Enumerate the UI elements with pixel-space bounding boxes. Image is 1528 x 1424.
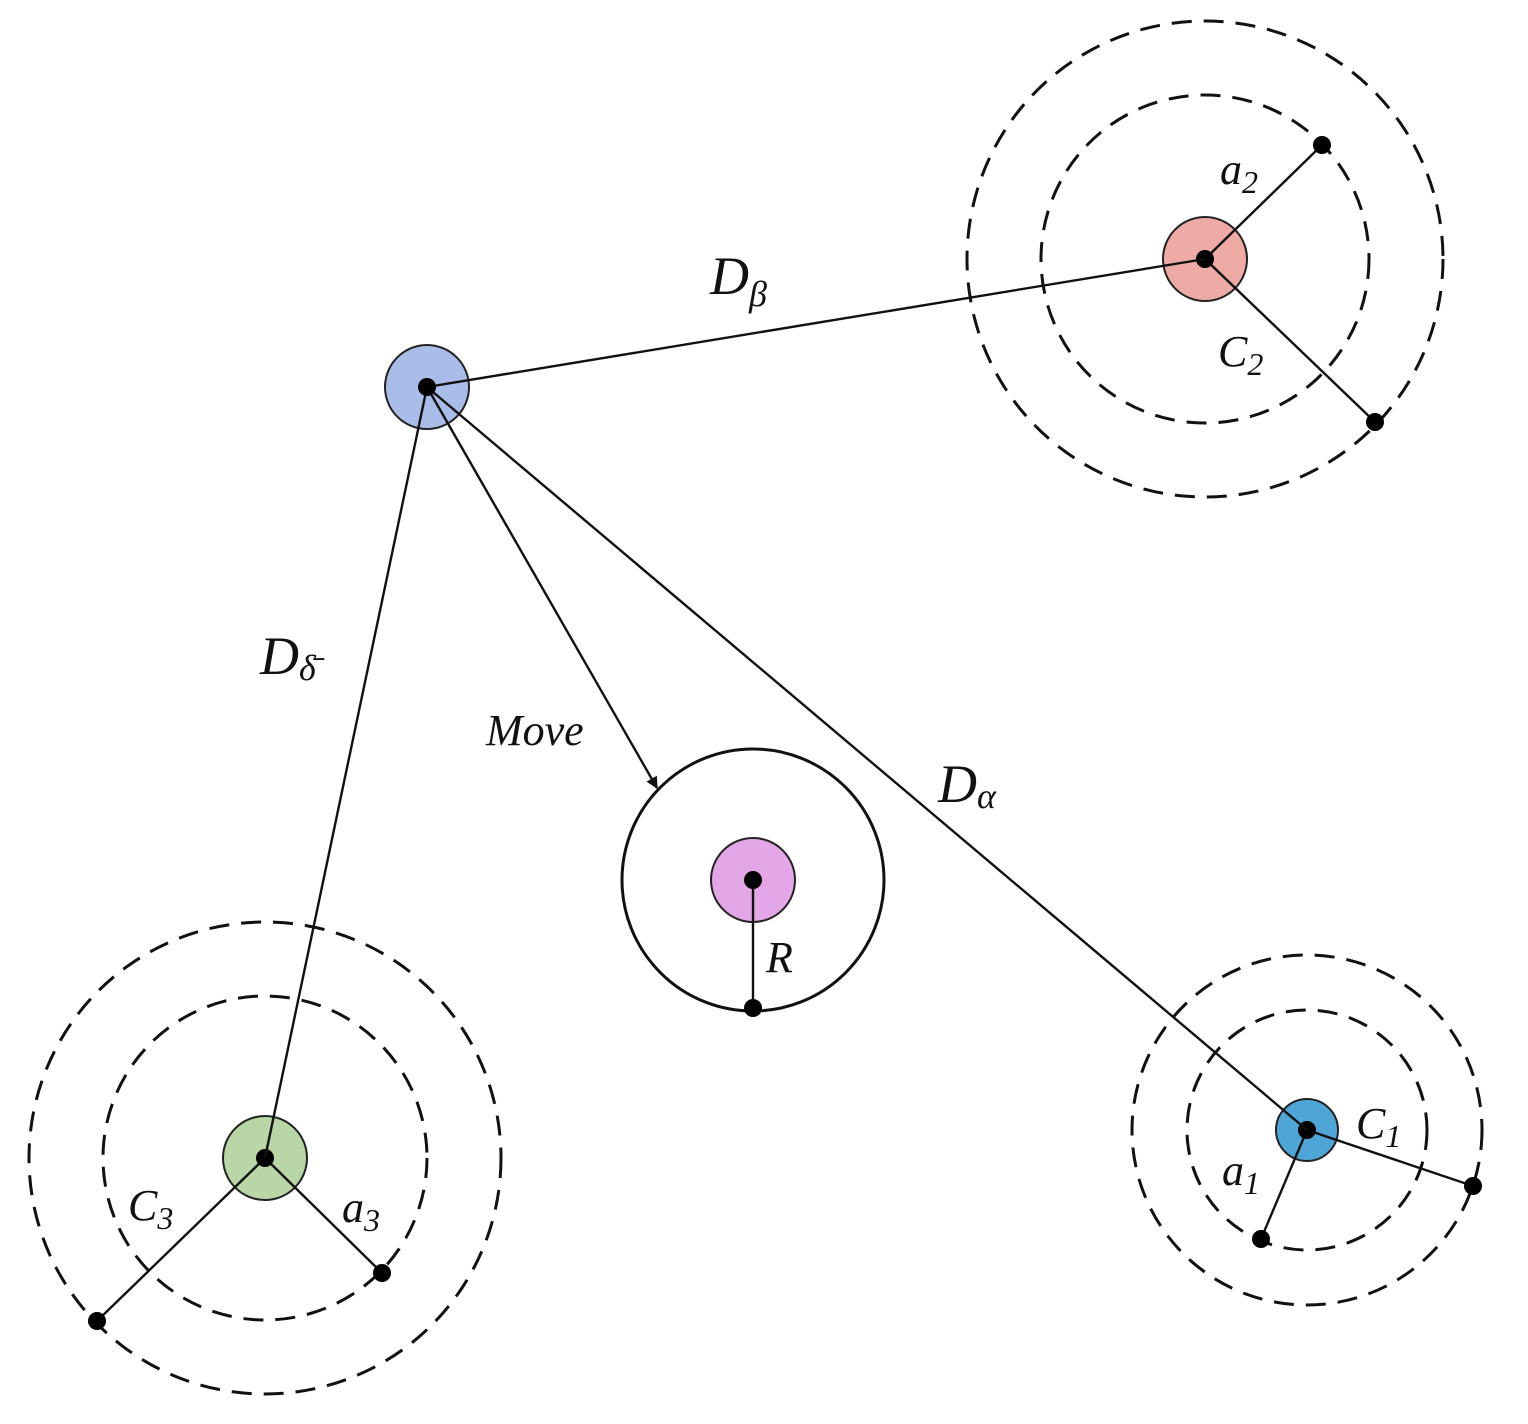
label-c1: C1 — [1356, 1099, 1401, 1154]
cluster-2-c-endpoint — [1366, 413, 1384, 431]
edge-d-alpha — [426, 386, 1308, 1131]
label-d-alpha: Dα — [937, 754, 997, 816]
cluster-3-radius-c — [96, 1157, 266, 1322]
label-c2: C2 — [1218, 327, 1263, 382]
cluster-3-inner-ring — [101, 994, 429, 1322]
cluster-3-radius-a — [264, 1157, 383, 1274]
move-arrow — [425, 386, 659, 790]
cluster-2-a-endpoint — [1313, 136, 1331, 154]
label-r: R — [765, 933, 793, 982]
cluster-1-inner-ring — [1185, 1008, 1429, 1252]
edge-d-delta — [263, 386, 429, 1159]
cluster-1-outer-ring — [1130, 953, 1484, 1307]
label-a1: a1 — [1222, 1146, 1260, 1201]
cluster-1-radius-a — [1259, 1129, 1309, 1240]
cluster-1-a-endpoint — [1252, 1230, 1270, 1248]
cluster-3-a-endpoint — [373, 1264, 391, 1282]
cluster-1-radius-c — [1306, 1128, 1474, 1188]
cluster-3-c-endpoint — [88, 1312, 106, 1330]
cluster-1-c-endpoint — [1464, 1177, 1482, 1195]
label-c3: C3 — [128, 1181, 173, 1236]
cluster-2-inner-ring — [1039, 93, 1371, 425]
cluster-2-radius-a — [1204, 144, 1323, 260]
cluster-2-radius-c — [1204, 258, 1376, 423]
edge-d-beta — [426, 257, 1206, 389]
label-a3: a3 — [342, 1183, 380, 1238]
label-a2: a2 — [1220, 145, 1258, 200]
source-cluster: Dβ Dα Dδ̄ Move — [259, 246, 1308, 1159]
cluster-3-outer-ring — [27, 920, 503, 1396]
target-cluster: R — [620, 747, 886, 1017]
target-center — [744, 871, 762, 889]
label-move: Move — [485, 706, 584, 755]
label-d-delta: Dδ̄ — [259, 626, 325, 688]
label-d-beta: Dβ — [709, 246, 767, 314]
target-r-endpoint — [744, 999, 762, 1017]
cluster-2-outer-ring — [965, 19, 1445, 499]
source-center — [418, 378, 436, 396]
